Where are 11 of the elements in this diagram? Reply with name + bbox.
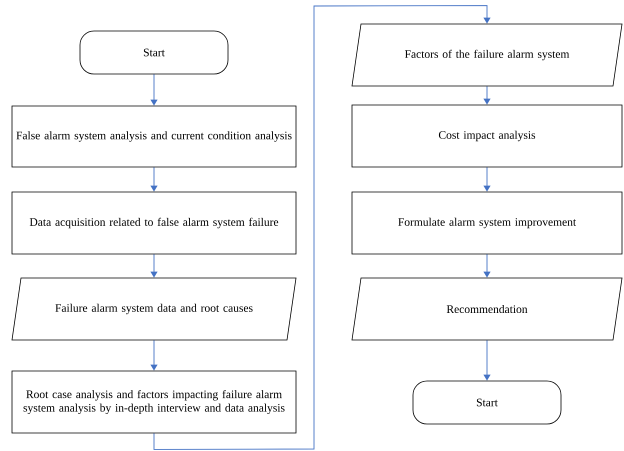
data-parallelogram: Recommendation	[352, 278, 622, 340]
process-box: Cost impact analysis	[352, 104, 622, 168]
process-box: Root case analysis and factors impacting failure alarm system analysis by in-depth interview and data analysis	[12, 370, 296, 434]
terminal-box: Start	[80, 30, 228, 74]
arrow	[154, 5, 491, 450]
process-box: Formulate alarm system improvement	[352, 192, 622, 254]
process-box: False alarm system analysis and current condition analysis	[12, 106, 296, 168]
terminal-box: Start	[412, 380, 562, 424]
data-parallelogram: Failure alarm system data and root causes	[12, 278, 296, 340]
data-parallelogram: Factors of the failure alarm system	[352, 24, 622, 86]
process-box: Data acquisition related to false alarm system failure	[12, 192, 296, 254]
